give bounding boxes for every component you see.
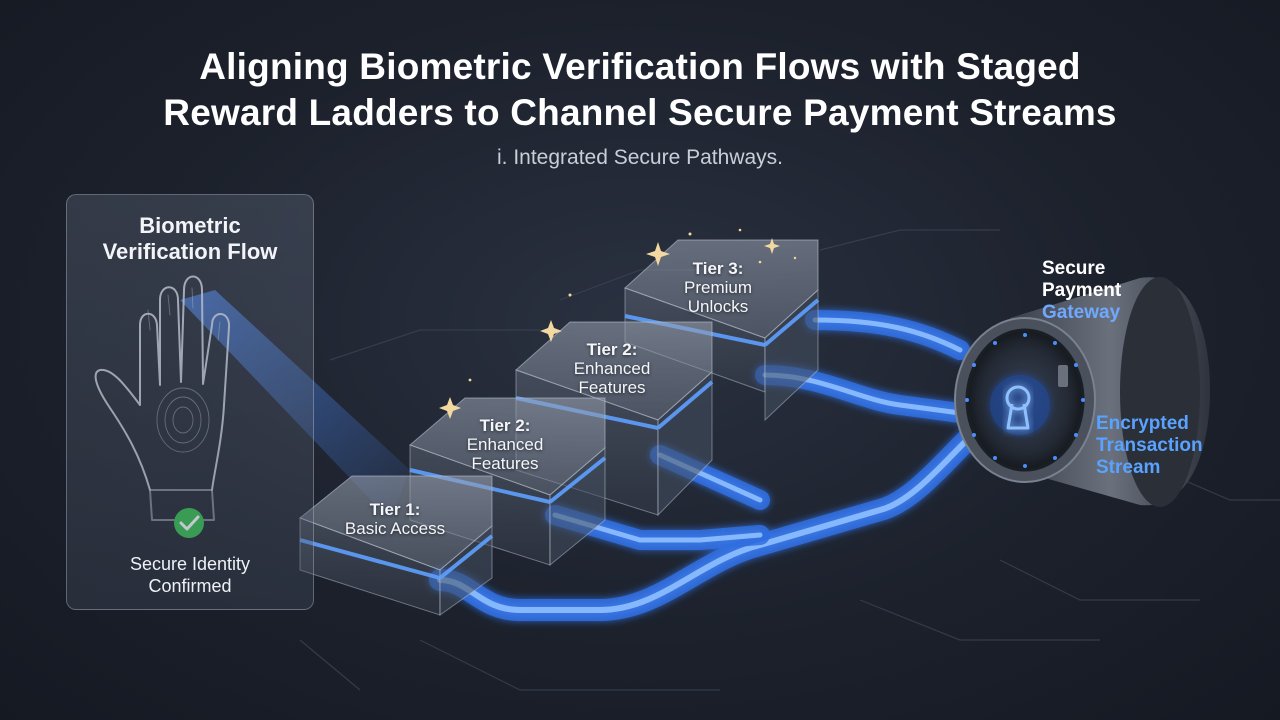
panel-title-line-1: Biometric: [139, 213, 241, 238]
title-line-2: Reward Ladders to Channel Secure Payment…: [163, 92, 1117, 133]
status-line-1: Secure Identity: [129, 554, 251, 574]
identity-status: Secure Identity Confirmed: [67, 553, 313, 597]
title-line-1: Aligning Biometric Verification Flows wi…: [199, 46, 1081, 87]
stream-label-line-1: Encrypted: [1096, 413, 1189, 434]
tier-2a-line-2: Features: [471, 454, 539, 473]
tier-1-line-1: Basic Access: [344, 519, 446, 538]
sparkle-icon: [439, 228, 797, 419]
gateway-label-line-2: Payment: [1042, 280, 1122, 301]
tier-2a-head: Tier 2:: [479, 416, 531, 435]
checkmark-icon: [174, 508, 204, 538]
tier-3-label: Tier 3: Premium Unlocks: [643, 259, 793, 316]
panel-title: Biometric Verification Flow: [67, 213, 313, 265]
tier-2b-line-2: Features: [578, 378, 646, 397]
keyhole-lock-icon: [1005, 385, 1031, 430]
gateway-label-line-1: Secure: [1042, 258, 1106, 279]
circuit-traces: [299, 229, 1280, 691]
tier-3-line-1: Premium: [683, 278, 752, 297]
scan-beam: [180, 290, 410, 520]
stream-label-line-3: Stream: [1096, 457, 1161, 478]
tier-3-head: Tier 3:: [692, 259, 744, 278]
tier-3-line-2: Unlocks: [687, 297, 749, 316]
tier-2b-label: Tier 2: Enhanced Features: [537, 340, 687, 397]
tier-1-head: Tier 1:: [369, 500, 421, 519]
tier-1-label: Tier 1: Basic Access: [320, 500, 470, 538]
gateway-label: Secure Payment Gateway: [1042, 258, 1121, 324]
page-title: Aligning Biometric Verification Flows wi…: [0, 44, 1280, 136]
page-subtitle: i. Integrated Secure Pathways.: [497, 146, 783, 169]
tier-2b-line-1: Enhanced: [573, 359, 651, 378]
tier-2b-head: Tier 2:: [586, 340, 638, 359]
tier-2a-label: Tier 2: Enhanced Features: [430, 416, 580, 473]
hand-scan-icon: [94, 275, 231, 521]
stream-label: Encrypted Transaction Stream: [1096, 413, 1203, 479]
status-line-2: Confirmed: [148, 576, 232, 596]
biometric-verification-panel: Biometric Verification Flow Secure Ident…: [66, 194, 314, 610]
tier-2a-line-1: Enhanced: [466, 435, 544, 454]
secure-gateway-vault: [954, 277, 1210, 507]
tier-box-1: [299, 475, 494, 616]
stream-label-line-2: Transaction: [1096, 435, 1203, 456]
gateway-label-line-3: Gateway: [1042, 302, 1121, 323]
panel-title-line-2: Verification Flow: [102, 239, 278, 264]
